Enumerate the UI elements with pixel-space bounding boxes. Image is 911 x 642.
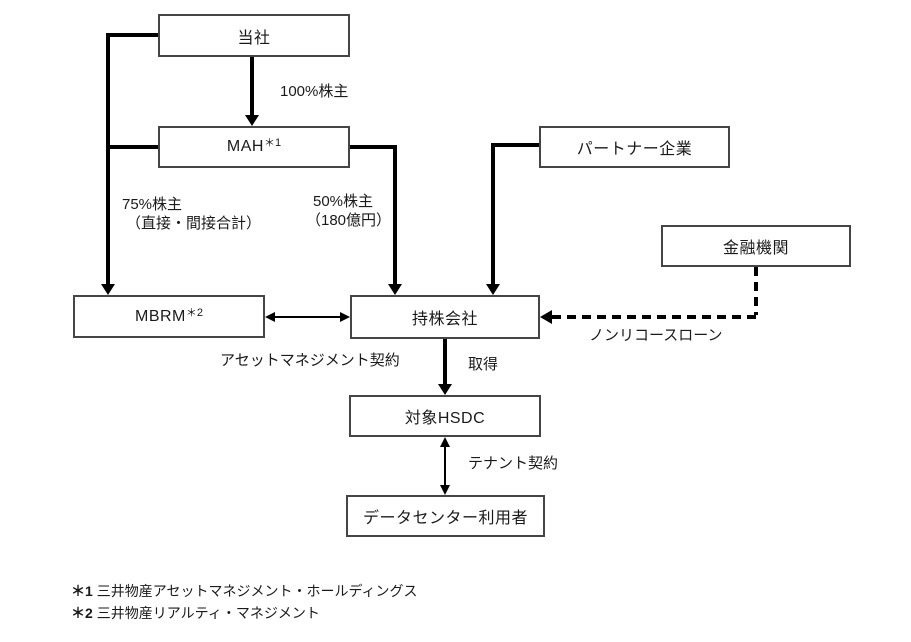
edge-partner-holding-vertical-segment: [491, 143, 495, 284]
node-mah: MAH＊1: [158, 126, 350, 168]
node-company: 当社: [158, 14, 350, 57]
edge-tenant-down-arrowhead-icon: [440, 485, 450, 495]
edge-loan-arrowhead-icon: [540, 310, 552, 324]
edge-company-mbrm-vertical-segment: [106, 33, 110, 284]
label-shareholder-75-line1: 75%株主: [122, 196, 183, 213]
label-tenant-contract: テナント契約: [468, 455, 559, 472]
node-datacenter-users-label: データセンター利用者: [362, 510, 528, 527]
footnote-2-text: 三井物産リアルティ・マネジメント: [96, 605, 320, 621]
edge-company-mah-arrowhead-icon: [245, 115, 259, 126]
edge-mah-holding-top-segment: [350, 145, 397, 149]
edge-mah-holding-vertical-segment: [393, 145, 397, 284]
edge-asset-mgmt-shaft: [273, 316, 342, 318]
edge-partner-holding-arrowhead-icon: [486, 284, 500, 295]
node-target-hsdc: 対象HSDC: [349, 395, 541, 437]
edge-tenant-shaft: [444, 445, 446, 487]
node-partner-label: パートナー企業: [576, 141, 693, 158]
edge-company-mbrm-top-segment: [106, 33, 158, 37]
label-shareholder-50-line1: 50%株主: [313, 193, 374, 210]
node-financial-institution: 金融機関: [661, 225, 851, 267]
footnote-2-marker: ＊2: [71, 605, 93, 621]
node-holding-company-label: 持株会社: [411, 311, 478, 328]
edge-company-mbrm-arrowhead-icon: [101, 284, 115, 295]
node-mah-footnote-ref: ＊1: [263, 137, 282, 149]
edge-tenant-up-arrowhead-icon: [440, 437, 450, 447]
label-shareholder-75-line2: （直接・間接合計）: [126, 215, 262, 232]
edge-partner-holding-top-segment: [491, 143, 539, 147]
edge-asset-mgmt-left-arrowhead-icon: [265, 312, 275, 322]
node-partner: パートナー企業: [539, 126, 730, 168]
node-mbrm: MBRM＊2: [73, 295, 265, 338]
label-nonrecourse-loan: ノンリコースローン: [589, 327, 723, 344]
edge-loan-vertical-segment: [754, 267, 758, 315]
label-shareholder-50-line2: （180億円）: [306, 212, 392, 229]
edge-acquisition-arrowhead-icon: [438, 384, 452, 395]
node-mbrm-footnote-ref: ＊2: [185, 306, 203, 319]
node-mah-label: MAH: [226, 138, 264, 155]
node-datacenter-users: データセンター利用者: [346, 495, 545, 537]
edge-loan-horizontal-segment: [552, 315, 758, 319]
node-mbrm-label: MBRM: [134, 307, 186, 325]
label-acquisition: 取得: [468, 356, 499, 373]
node-financial-institution-label: 金融機関: [722, 240, 789, 257]
node-company-label: 当社: [237, 29, 271, 47]
edge-mah-tap-segment: [106, 145, 158, 149]
edge-asset-mgmt-right-arrowhead-icon: [340, 312, 350, 322]
footnote-1-text: 三井物産アセットマネジメント・ホールディングス: [96, 583, 418, 599]
footnote-1-marker: ＊1: [71, 583, 93, 599]
edge-mah-holding-arrowhead-icon: [388, 284, 402, 295]
label-asset-mgmt-contract: アセットマネジメント契約: [220, 352, 400, 369]
label-shareholder-100: 100%株主: [280, 83, 349, 100]
node-target-hsdc-label: 対象HSDC: [404, 410, 486, 427]
node-holding-company: 持株会社: [350, 295, 540, 339]
edge-acquisition-shaft: [443, 339, 447, 385]
edge-company-mah-shaft: [250, 57, 254, 117]
